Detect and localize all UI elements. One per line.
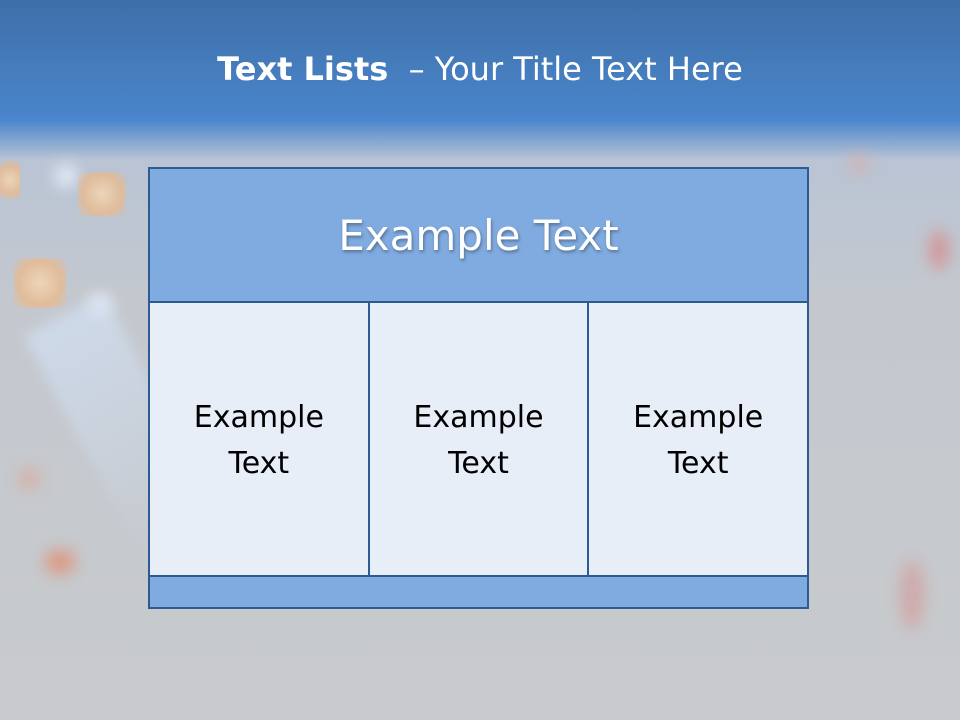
stage-light-glow — [850, 155, 868, 173]
column-1-line1: Example — [193, 399, 324, 435]
title-bold-text: Text Lists — [217, 50, 389, 88]
column-2-line2: Text — [448, 445, 509, 481]
column-1-line2: Text — [228, 445, 290, 481]
panel-header-text: Example Text — [338, 210, 619, 260]
title-rest-text: – Your Title Text Here — [408, 50, 743, 88]
stage-light-panel — [14, 258, 66, 308]
stage-light-glow — [900, 560, 924, 630]
stage-light-glow — [45, 550, 75, 574]
stage-light-glow — [55, 165, 77, 187]
slide-title: Text Lists – Your Title Text Here — [0, 50, 960, 88]
stage-light-panel — [78, 172, 126, 216]
stage-light-panel — [0, 160, 20, 200]
panel-footer-bar — [150, 575, 807, 607]
panel-header: Example Text — [150, 169, 807, 303]
stage-light-glow — [20, 470, 38, 488]
stage-light-glow — [930, 230, 948, 270]
column-3-line2: Text — [667, 445, 729, 481]
column-2-line1: Example — [413, 399, 544, 435]
column-3-line1: Example — [633, 399, 764, 435]
